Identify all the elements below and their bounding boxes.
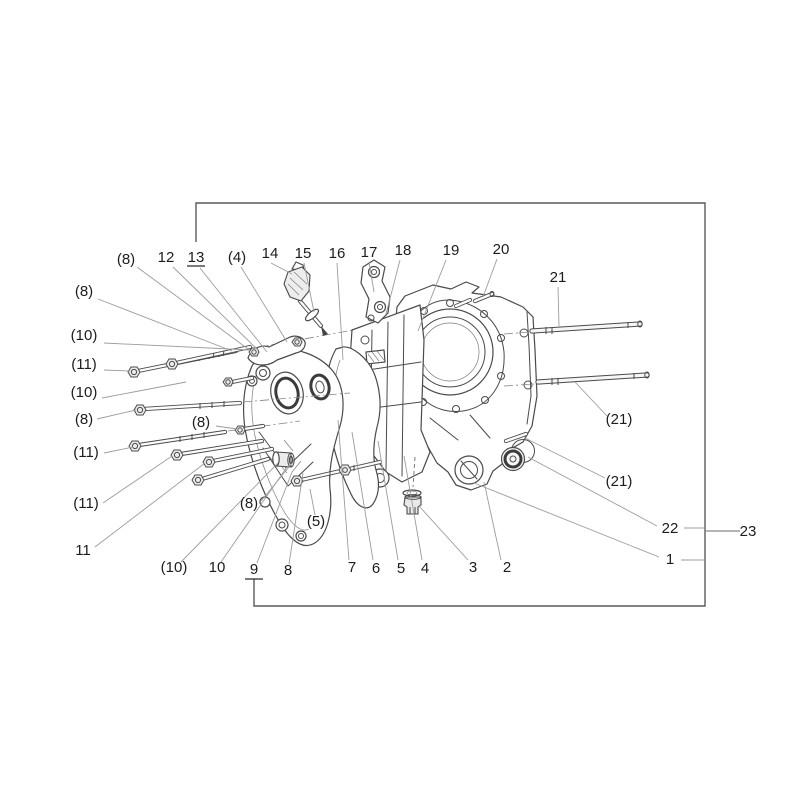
callout-labels: (8) 12 13 (4) 14 15 16 17 18 19 20 21 (8… (71, 241, 757, 579)
callout-15: 15 (295, 245, 312, 262)
callout-17: 17 (361, 244, 378, 261)
callout-13: 13 (188, 249, 205, 266)
callout-2: 2 (503, 559, 511, 576)
dipstick (283, 261, 328, 336)
dipstick-tip (321, 326, 328, 336)
callout-23: 23 (740, 523, 757, 540)
callout-16: 16 (329, 245, 346, 262)
oil-seal-bushing (500, 439, 535, 472)
callout-22: 22 (662, 520, 679, 537)
assembly-frame (187, 202, 740, 607)
callout-q10-c: (10) (161, 559, 188, 576)
callout-q8-b: (8) (75, 283, 93, 300)
callout-14: 14 (262, 245, 279, 262)
callout-5: 5 (397, 560, 405, 577)
callout-10: 10 (209, 559, 226, 576)
callout-q11-b: (11) (73, 444, 99, 461)
callout-q21-b: (21) (606, 473, 633, 490)
callout-11: 11 (75, 542, 91, 559)
callout-q8-a: (8) (117, 251, 135, 268)
dipstick-seal (304, 308, 320, 322)
callout-3: 3 (469, 559, 477, 576)
callout-q10-a: (10) (71, 327, 98, 344)
callout-18: 18 (395, 242, 412, 259)
callout-6: 6 (372, 560, 380, 577)
callout-7: 7 (348, 559, 356, 576)
callout-q8-c: (8) (75, 411, 93, 428)
callout-20: 20 (493, 241, 510, 258)
flange-nut (338, 464, 352, 476)
callout-q21-a: (21) (606, 411, 633, 428)
callout-8: 8 (284, 562, 292, 579)
long-studs (503, 320, 650, 387)
callout-21: 21 (550, 269, 567, 286)
cover-bolts (127, 344, 383, 487)
callout-q11-a: (11) (71, 356, 97, 373)
callout-4: 4 (421, 560, 429, 577)
clutch-arm-stud (503, 431, 529, 444)
callout-q8-e: (8) (240, 495, 258, 512)
callout-q5: (5) (307, 513, 325, 530)
dowel-collar (272, 451, 295, 468)
callout-q10-b: (10) (71, 384, 98, 401)
callout-q8-d: (8) (192, 414, 210, 431)
cover-oil-seal (309, 373, 331, 401)
callout-19: 19 (443, 242, 460, 259)
engine-hanger-bracket (360, 259, 391, 324)
engine-drawing (127, 259, 650, 547)
left-cover (243, 348, 344, 547)
callout-12: 12 (158, 249, 175, 266)
short-studs (453, 290, 495, 309)
callout-9: 9 (250, 561, 258, 578)
callout-q11-c: (11) (73, 495, 99, 512)
callout-q4: (4) (228, 249, 246, 266)
leader-lines (94, 258, 660, 565)
callout-1: 1 (666, 551, 674, 568)
